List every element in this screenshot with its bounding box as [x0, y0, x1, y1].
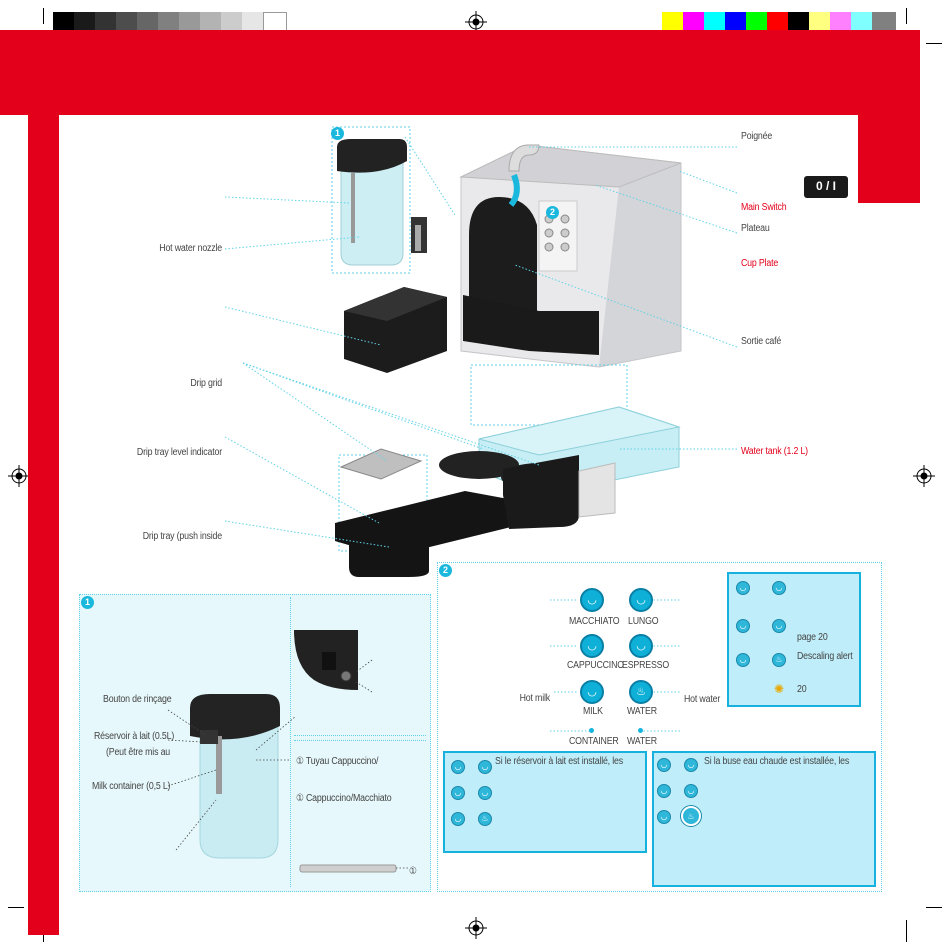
- cappuccino-button[interactable]: ◡: [580, 634, 604, 658]
- milk-container-detail: [167, 630, 408, 873]
- descaling-info-box: [727, 572, 861, 707]
- container-led-icon: [589, 728, 594, 733]
- label-hot-water-right: Hot water: [684, 694, 721, 705]
- drip-grid: [339, 448, 423, 480]
- label-bouton-rincage: Bouton de rinçage: [103, 694, 172, 705]
- water-button[interactable]: ♨: [629, 680, 653, 704]
- registration-mark-left: [8, 465, 30, 487]
- label-main-switch: Main Switch: [741, 202, 787, 213]
- label-descaling-alert: Descaling alert: [797, 651, 853, 662]
- header-red-band: [0, 30, 920, 115]
- crop-mark: [926, 43, 942, 44]
- panel2-leaders: [550, 599, 680, 732]
- label-plateau: Plateau: [741, 223, 770, 234]
- label-drip-tray-level: Drip tray level indicator: [136, 447, 222, 458]
- label-container: CONTAINER: [569, 736, 619, 747]
- status-icon: ♨: [478, 812, 492, 826]
- panel2-badge: 2: [439, 564, 452, 577]
- label-tuyau: ① Tuyau Cappuccino/: [296, 756, 379, 767]
- label-hot-milk: Hot milk: [519, 693, 551, 704]
- milk-pipe: [351, 173, 355, 243]
- milk-button[interactable]: ◡: [580, 680, 604, 704]
- label-reservoir-lait: Réservoir à lait (0.5L): [94, 731, 175, 742]
- registration-mark-bottom: [465, 917, 487, 939]
- grayscale-color-bar: [53, 12, 289, 32]
- status-icon: ◡: [736, 653, 750, 667]
- status-icon: ◡: [772, 581, 786, 595]
- status-icon: ◡: [451, 760, 465, 774]
- label-peut-etre: (Peut être mis au: [106, 747, 171, 758]
- status-icon: ◡: [478, 760, 492, 774]
- label-milk-container: Milk container (0,5 L): [92, 781, 171, 792]
- registration-mark-top: [465, 11, 487, 33]
- label-drip-tray: Drip tray (push inside: [142, 531, 222, 542]
- label-water-led: WATER: [627, 736, 657, 747]
- status-icon: ◡: [657, 810, 671, 824]
- label-espresso: ESPRESSO: [622, 660, 670, 671]
- switch-icon: 0 / I: [804, 176, 848, 198]
- machine-side: [599, 163, 681, 367]
- panel1-badge: 1: [81, 596, 94, 609]
- status-icon: ◡: [657, 758, 671, 772]
- label-water-tank: Water tank (1.2 L): [741, 446, 808, 457]
- badge-one: 1: [331, 127, 344, 140]
- machine-base: [463, 295, 599, 355]
- macchiato-button[interactable]: ◡: [580, 588, 604, 612]
- status-icon: ◡: [736, 581, 750, 595]
- label-water-note: Si la buse eau chaude est installée, les: [704, 756, 850, 767]
- status-icon: ◡: [657, 784, 671, 798]
- label-page20: page 20: [797, 632, 828, 643]
- status-icon: ♨: [772, 653, 786, 667]
- label-pipe-marker: ①: [409, 866, 417, 877]
- left-red-band: [28, 115, 59, 935]
- capsule-head: [469, 197, 537, 325]
- status-icon: ◡: [684, 784, 698, 798]
- label-cappuccino-macchiato: ① Cappuccino/Macchiato: [296, 793, 392, 804]
- crop-mark: [906, 8, 907, 24]
- milk-container-body: [340, 162, 404, 266]
- handle: [508, 144, 540, 172]
- panel1-divider-v: [290, 597, 291, 887]
- label-cup-plate: Cup Plate: [741, 258, 779, 269]
- label-milk: MILK: [583, 706, 603, 717]
- label-twenty: 20: [797, 684, 807, 695]
- water-active-icon: ♨: [681, 806, 701, 826]
- switch-label: 0 / I: [815, 179, 836, 193]
- sun-icon: ✺: [773, 682, 785, 696]
- label-milk-note: Si le réservoir à lait est installé, les: [495, 756, 623, 767]
- crop-mark: [8, 907, 24, 908]
- right-red-tab: [858, 115, 920, 203]
- crop-mark: [906, 920, 907, 942]
- milk-container-lid: [337, 139, 407, 173]
- blue-arrow: [508, 173, 520, 207]
- lungo-button[interactable]: ◡: [629, 588, 653, 612]
- status-icon: ◡: [684, 758, 698, 772]
- label-cappuccino: CAPPUCCINO: [567, 660, 624, 671]
- label-water: WATER: [627, 706, 657, 717]
- crop-mark: [43, 8, 44, 24]
- label-lungo: LUNGO: [628, 616, 659, 627]
- label-sortie-cafe: Sortie café: [741, 336, 782, 347]
- label-drip-grid: Drip grid: [190, 378, 222, 389]
- process-color-bar: [662, 12, 898, 32]
- status-icon: ◡: [478, 786, 492, 800]
- machine-exploded-diagram: [224, 126, 738, 577]
- status-icon: ◡: [736, 619, 750, 633]
- crop-mark: [926, 907, 942, 908]
- label-poignee: Poignée: [741, 131, 773, 142]
- panel1-divider-h: [294, 735, 426, 736]
- label-macchiato: MACCHIATO: [569, 616, 620, 627]
- status-icon: ◡: [451, 786, 465, 800]
- water-led-icon: [638, 728, 643, 733]
- espresso-button[interactable]: ◡: [629, 634, 653, 658]
- status-icon: ◡: [772, 619, 786, 633]
- registration-mark-right: [913, 465, 935, 487]
- panel1-divider-h2: [294, 740, 426, 741]
- label-hot-water-nozzle: Hot water nozzle: [159, 243, 222, 254]
- status-icon: ◡: [451, 812, 465, 826]
- milk-note-box: [443, 751, 647, 853]
- badge-two: 2: [546, 206, 559, 219]
